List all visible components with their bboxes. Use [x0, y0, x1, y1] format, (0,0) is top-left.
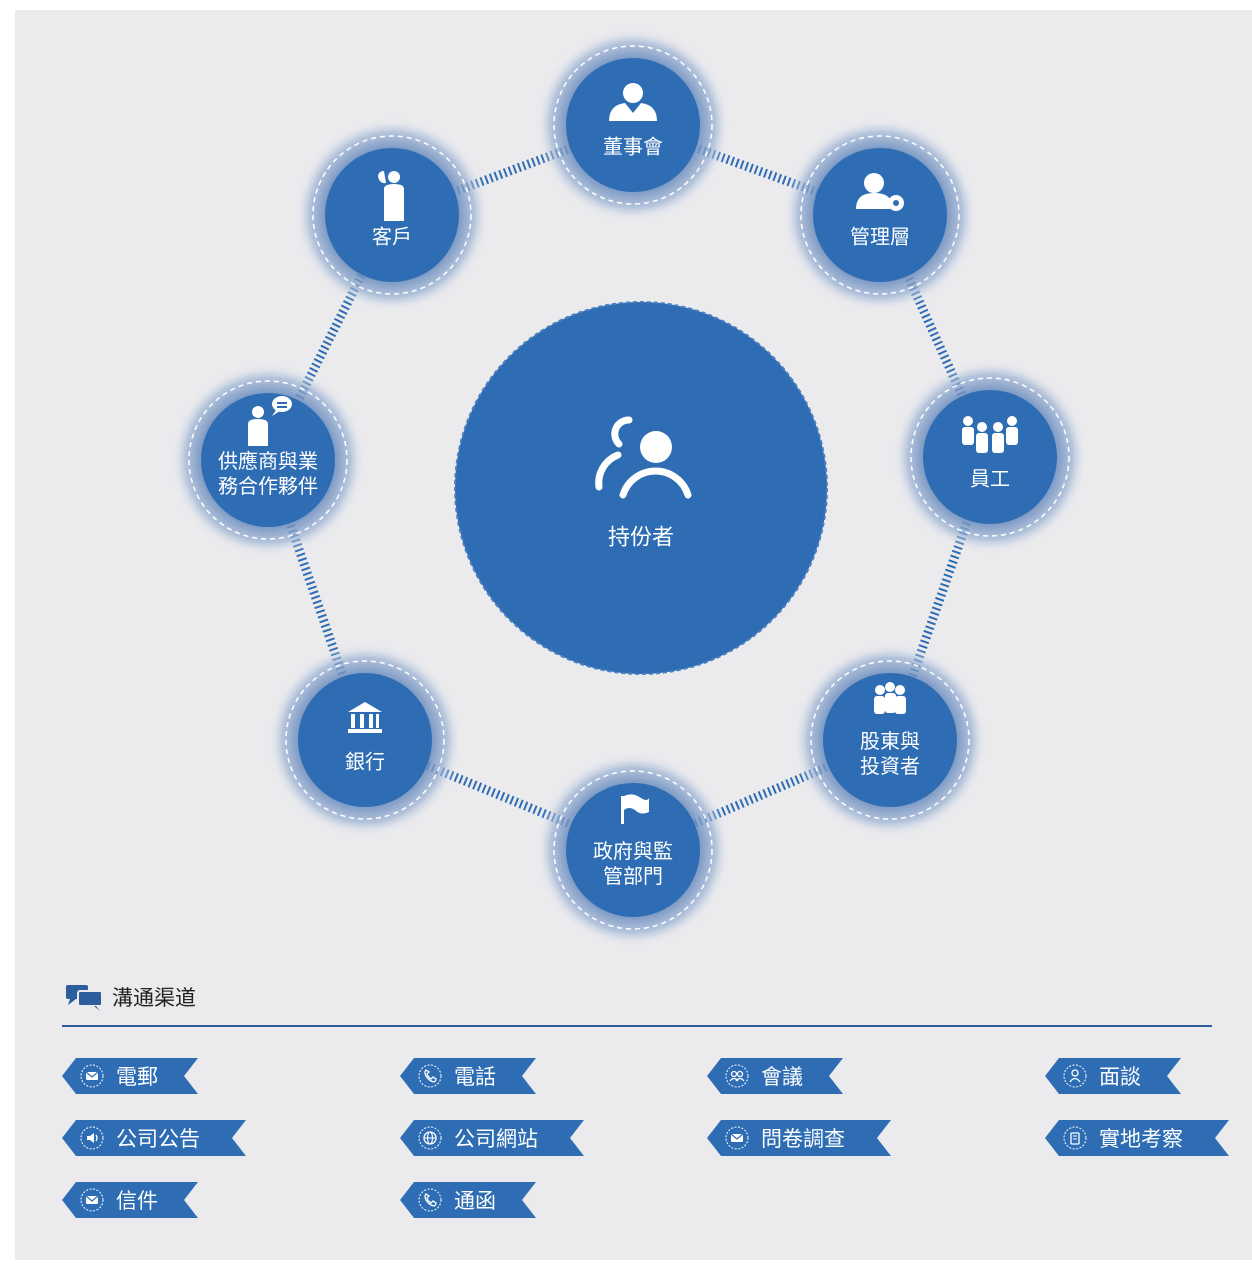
node-dashed-ring-suppliers	[188, 380, 348, 540]
channel-tag: 電郵	[62, 1058, 198, 1094]
channel-tag: 面談	[1045, 1058, 1181, 1094]
node-dashed-ring-government	[553, 770, 713, 930]
channel-tag: 實地考察	[1045, 1120, 1229, 1156]
connector-line	[631, 120, 882, 220]
channel-tag: 會議	[707, 1058, 843, 1094]
globe-icon	[418, 1126, 442, 1150]
mail-icon	[725, 1126, 749, 1150]
channel-label: 電郵	[116, 1065, 158, 1089]
channel-label: 面談	[1099, 1065, 1141, 1089]
node-circle-suppliers	[201, 393, 335, 527]
mail-icon	[80, 1064, 104, 1088]
channel-tag: 信件	[62, 1182, 198, 1218]
node-circle-board	[566, 58, 700, 192]
channel-label: 通函	[454, 1189, 496, 1213]
user-gear-icon	[856, 173, 904, 211]
group-icon	[874, 682, 906, 714]
tag-shape	[1045, 1058, 1181, 1094]
stakeholders-icon	[595, 416, 692, 499]
tag-shape	[400, 1058, 536, 1094]
node-circle-employees	[923, 390, 1057, 524]
node-dashed-ring-shareholders	[810, 660, 970, 820]
center-circle	[454, 301, 828, 675]
node-circle-management	[813, 148, 947, 282]
channel-tag: 電話	[400, 1058, 536, 1094]
node-dashed-ring-banks	[285, 660, 445, 820]
center-label: 持份者	[607, 525, 674, 551]
clipboard-icon	[1063, 1126, 1087, 1150]
tag-shape	[1045, 1120, 1229, 1156]
businessman-icon	[609, 83, 657, 121]
node-label-board: 董事會	[603, 134, 663, 159]
team-icon	[962, 416, 1018, 453]
node-label-employees: 員工	[970, 466, 1010, 491]
node-dashed-ring-management	[800, 135, 960, 295]
node-label-shareholders: 股東與 投資者	[860, 729, 920, 778]
speaker-icon	[80, 1126, 104, 1150]
stakeholder-diagram	[171, 28, 1087, 947]
person-calling-icon	[378, 171, 404, 221]
channel-label: 信件	[116, 1189, 158, 1213]
mail-icon	[80, 1188, 104, 1212]
phone-icon	[418, 1064, 442, 1088]
interview-icon	[1063, 1064, 1087, 1088]
channel-label: 問卷調查	[761, 1127, 845, 1151]
node-dashed-ring-employees	[910, 377, 1070, 537]
meeting-icon	[725, 1064, 749, 1088]
node-circle-banks	[298, 673, 432, 807]
phone-icon	[418, 1188, 442, 1212]
node-dashed-ring-board	[553, 45, 713, 205]
bank-icon	[348, 702, 382, 733]
tag-shape	[707, 1120, 891, 1156]
channel-label: 實地考察	[1099, 1127, 1183, 1151]
node-label-suppliers: 供應商與業 務合作夥伴	[218, 449, 318, 498]
channel-label: 公司公告	[116, 1127, 200, 1151]
channel-label: 電話	[454, 1065, 496, 1089]
chat-bubbles-icon	[66, 985, 103, 1011]
channel-tag: 公司網站	[400, 1120, 584, 1156]
speaking-person-icon	[248, 396, 292, 446]
channel-label: 會議	[761, 1065, 803, 1089]
channel-tag: 問卷調查	[707, 1120, 891, 1156]
tag-shape	[707, 1058, 843, 1094]
node-circle-government	[566, 783, 700, 917]
legend-title: 溝通渠道	[112, 986, 196, 1010]
node-circle-shareholders	[823, 673, 957, 807]
node-dashed-ring-customers	[312, 135, 472, 295]
node-label-banks: 銀行	[345, 749, 385, 774]
tag-shape	[62, 1120, 246, 1156]
tag-shape	[62, 1182, 198, 1218]
flag-icon	[621, 794, 649, 824]
tag-shape	[62, 1058, 198, 1094]
legend-divider	[62, 1025, 1212, 1027]
node-label-customers: 客戶	[372, 224, 412, 249]
channel-tag: 公司公告	[62, 1120, 246, 1156]
tag-shape	[400, 1120, 584, 1156]
node-label-government: 政府與監 管部門	[593, 839, 673, 888]
channel-tag: 通函	[400, 1182, 536, 1218]
tag-shape	[400, 1182, 536, 1218]
channel-label: 公司網站	[454, 1127, 538, 1151]
node-label-management: 管理層	[850, 224, 910, 249]
